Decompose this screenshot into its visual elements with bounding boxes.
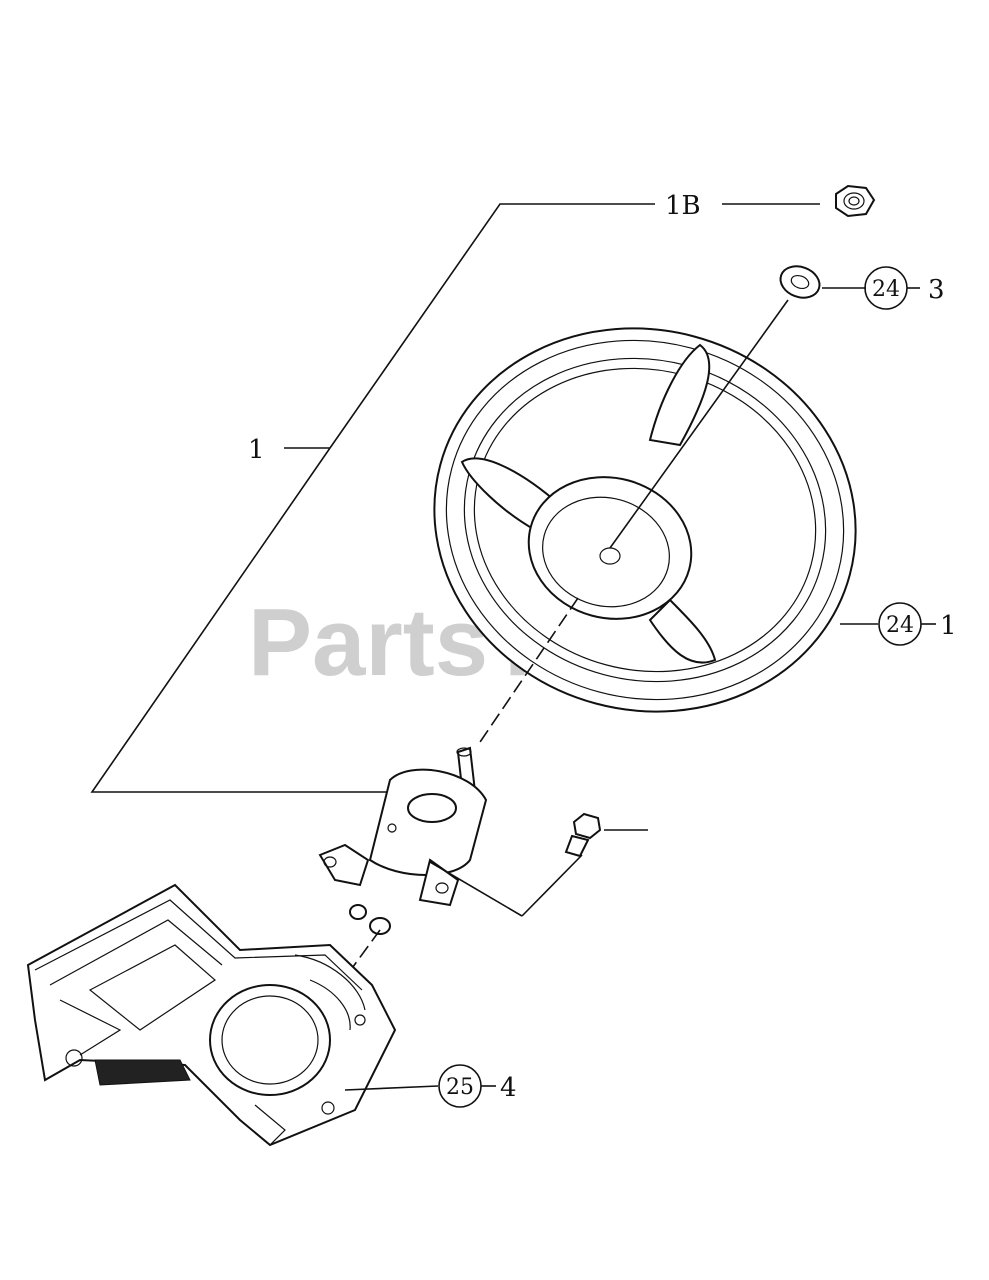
bracket-upper-line — [329, 203, 655, 449]
bolt-leader — [521, 854, 583, 917]
callout-1-label: 1 — [248, 435, 265, 465]
callout-25-4-suffix: 4 — [500, 1073, 517, 1103]
dash-housing — [26, 883, 397, 1147]
assembly-bracket — [90, 203, 655, 793]
callout-1b: 1B — [665, 191, 820, 221]
callout-24-3: 24 3 — [864, 266, 945, 310]
callout-24-1-suffix: 1 — [940, 611, 957, 641]
bolt — [429, 812, 602, 917]
callout-24-3-suffix: 3 — [928, 275, 945, 305]
callout-24-1-number: 24 — [886, 613, 914, 638]
bracket-lower-line — [90, 447, 398, 793]
wheel-to-washer-line — [609, 299, 789, 549]
callout-24-1: 24 1 — [878, 602, 957, 646]
callout-1b-label: 1B — [665, 191, 701, 221]
steering-wheel — [433, 299, 857, 713]
callout-25-4: 25 4 — [438, 1064, 517, 1108]
washer — [779, 265, 821, 299]
callout-25-4-leader — [344, 1085, 439, 1091]
callout-24-3-number: 24 — [872, 277, 900, 302]
steering-column — [318, 746, 488, 935]
hex-nut — [835, 184, 876, 218]
callout-25-4-number: 25 — [446, 1075, 474, 1100]
center-line-upper — [477, 597, 579, 746]
